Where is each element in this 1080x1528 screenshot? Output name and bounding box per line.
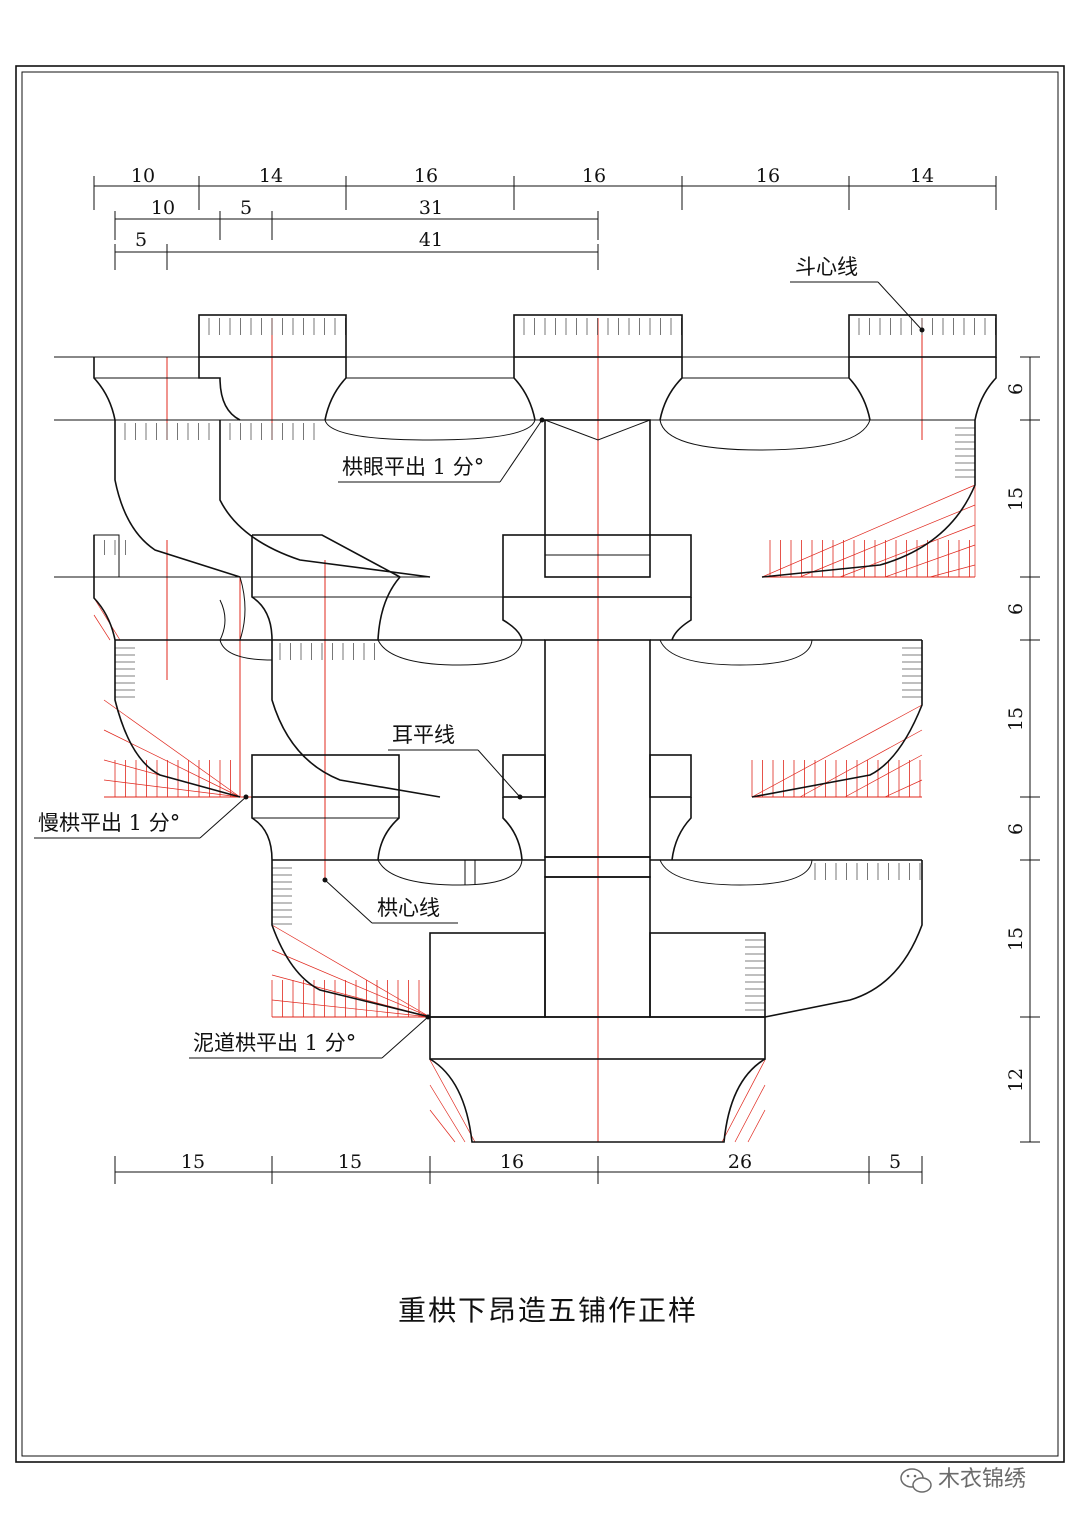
gong-eye-label: 栱眼平出 1 分° [342, 455, 484, 479]
dou-center-label: 斗心线 [795, 255, 858, 279]
dim-text: 15 [1005, 707, 1027, 731]
dim-text: 16 [414, 165, 438, 187]
inner-frame [21, 71, 1059, 1457]
dim-text: 16 [582, 165, 606, 187]
dim-text: 10 [151, 197, 175, 219]
reference-lines [54, 356, 996, 578]
lower-tier [251, 754, 923, 1018]
top-dimension-row-3: 5 41 [114, 229, 599, 270]
label-man-gong: 慢栱平出 1 分° [34, 794, 249, 839]
dim-text: 15 [1005, 487, 1027, 511]
watermark-text: 木衣锦绣 [938, 1467, 1026, 1492]
dim-text: 10 [131, 165, 155, 187]
label-gong-eye: 栱眼平出 1 分° [338, 417, 545, 483]
dim-text: 5 [240, 197, 252, 219]
bottom-dimension-chain: 15 15 16 26 5 [114, 1151, 923, 1184]
dim-text: 6 [1005, 383, 1027, 395]
dim-text: 15 [181, 1151, 205, 1173]
man-gong-label: 慢栱平出 1 分° [38, 811, 180, 835]
dim-text: 5 [135, 229, 147, 251]
right-dimension-chain: 6 15 6 15 6 15 12 [1005, 356, 1040, 1143]
watermark: 木衣锦绣 [900, 1467, 1026, 1493]
dim-text: 14 [910, 165, 934, 187]
dim-text: 31 [419, 197, 443, 219]
dim-text: 6 [1005, 603, 1027, 615]
red-fan-hatching [93, 440, 976, 1143]
dim-text: 16 [756, 165, 780, 187]
top-dimension-row-1: 10 14 16 16 16 14 [93, 165, 997, 210]
wechat-icon [900, 1468, 932, 1493]
dim-text: 14 [259, 165, 283, 187]
label-gong-center: 栱心线 [322, 877, 458, 924]
dim-text: 15 [338, 1151, 362, 1173]
gong-center-label: 栱心线 [377, 896, 440, 920]
middle-tier [93, 534, 923, 798]
outer-frame [15, 65, 1065, 1463]
dim-text: 12 [1005, 1068, 1027, 1092]
label-ni-dao: 泥道栱平出 1 分° [189, 1014, 431, 1059]
dim-text: 41 [419, 229, 443, 251]
dim-text: 26 [728, 1151, 752, 1173]
label-dou-center: 斗心线 [790, 255, 925, 333]
dim-text: 6 [1005, 823, 1027, 835]
dou-blocks-top [93, 314, 997, 421]
drawing-title: 重栱下昂造五铺作正样 [398, 1294, 698, 1327]
ruler-ticks [93, 318, 996, 1017]
central-column [502, 419, 692, 1018]
dim-text: 15 [1005, 927, 1027, 951]
label-ear-line: 耳平线 [388, 723, 523, 800]
top-dimension-row-2: 10 5 31 [114, 197, 599, 240]
dim-text: 16 [500, 1151, 524, 1173]
ni-dao-label: 泥道栱平出 1 分° [193, 1031, 356, 1055]
upper-gong [114, 419, 976, 578]
ear-line-label: 耳平线 [392, 723, 455, 747]
bottom-lu-dou [429, 932, 766, 1143]
dim-text: 5 [889, 1151, 901, 1173]
